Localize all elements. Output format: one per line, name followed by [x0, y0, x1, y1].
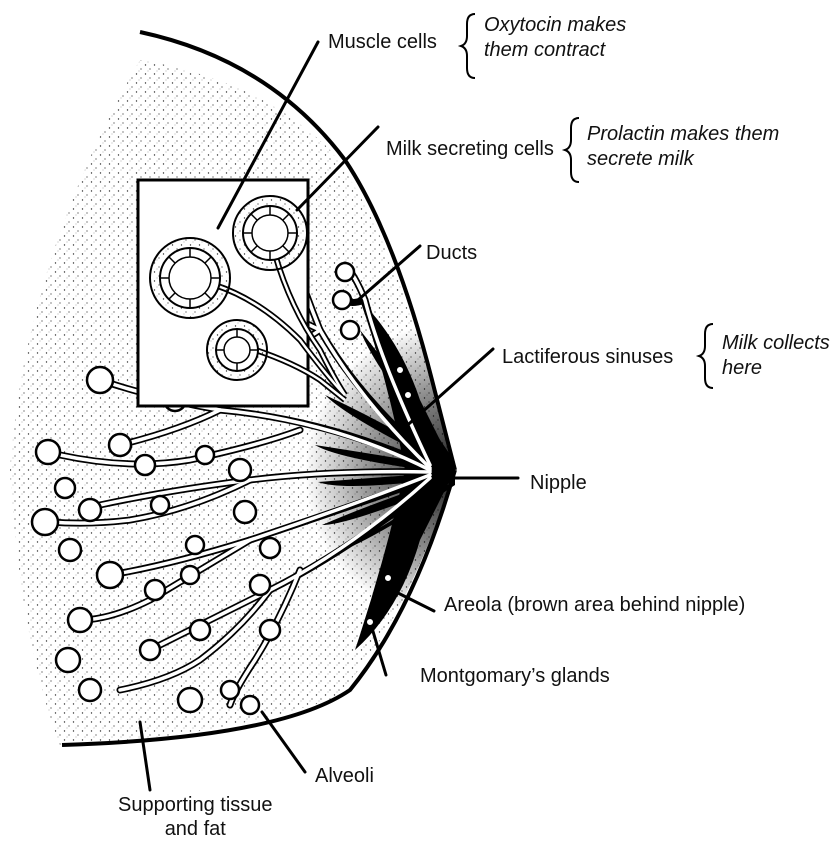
label-milk-secreting-cells: Milk secreting cells — [386, 137, 554, 161]
note-milk-collects: Milk collects here — [722, 331, 830, 381]
brace-oxytocin — [461, 14, 475, 78]
label-alveoli: Alveoli — [315, 764, 374, 788]
label-lactiferous-sinuses: Lactiferous sinuses — [502, 345, 673, 369]
brace-prolactin — [565, 118, 579, 182]
note-braces — [461, 14, 713, 388]
label-nipple: Nipple — [530, 471, 587, 495]
note-prolactin: Prolactin makes them secrete milk — [587, 122, 779, 172]
label-supporting-tissue: Supporting tissue and fat — [118, 793, 273, 841]
label-ducts: Ducts — [426, 241, 477, 265]
brace-milk-collects — [699, 324, 713, 388]
label-muscle-cells: Muscle cells — [328, 30, 437, 54]
note-oxytocin: Oxytocin makes them contract — [484, 13, 626, 63]
label-areola: Areola (brown area behind nipple) — [444, 593, 745, 617]
label-montgomarys-glands: Montgomary’s glands — [420, 664, 610, 688]
